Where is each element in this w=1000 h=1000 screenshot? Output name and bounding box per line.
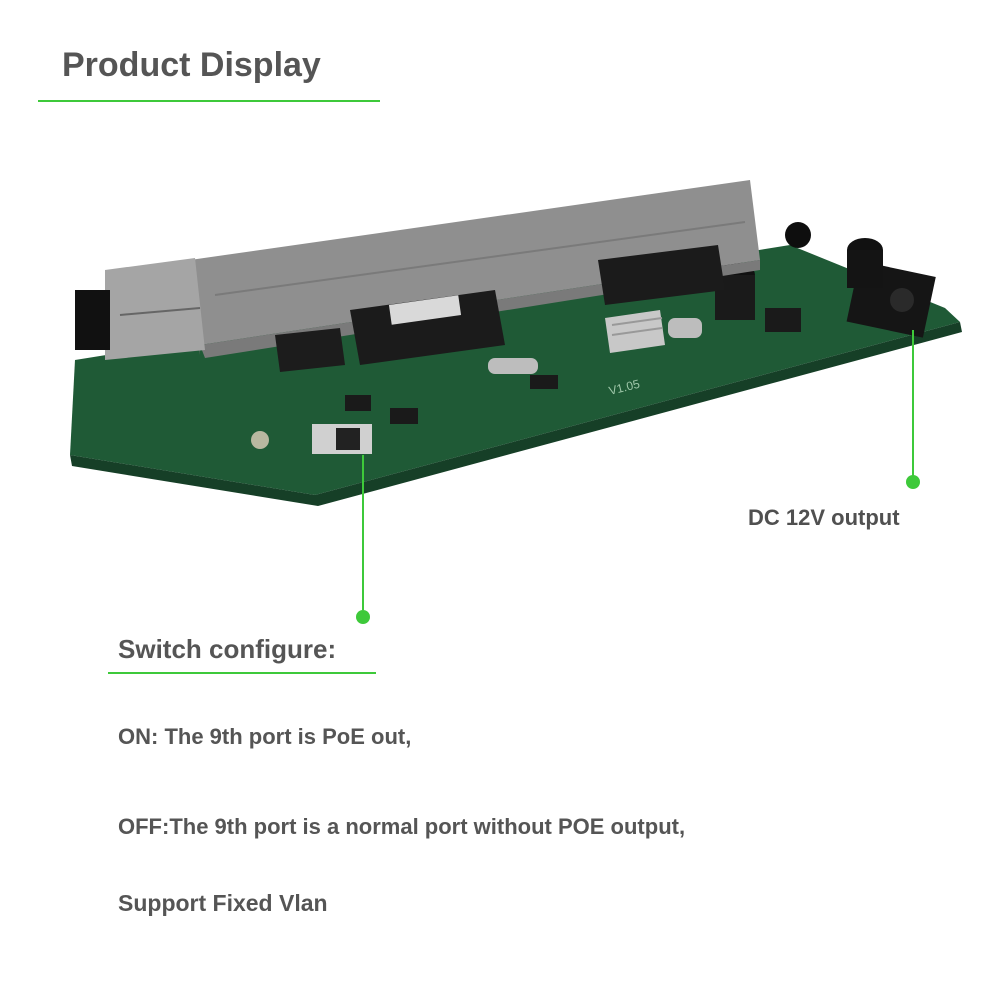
buzzer: [785, 222, 811, 248]
switch-callout-dot: [356, 610, 370, 624]
switch-off-text: OFF:The 9th port is a normal port withou…: [118, 814, 686, 839]
dc-jack-hole: [890, 288, 914, 312]
vlan-support-text: Support Fixed Vlan: [118, 890, 328, 916]
dc-output-label: DC 12V output: [748, 505, 900, 530]
connector-block: [75, 290, 110, 350]
title-underline: [38, 100, 380, 102]
dc-callout-line: [912, 330, 914, 480]
chip-small: [275, 328, 345, 372]
rj45-housing: [190, 180, 760, 345]
crystal: [668, 318, 702, 338]
crystal: [488, 358, 538, 374]
dc-callout-dot: [906, 475, 920, 489]
switch-configure-title: Switch configure:: [118, 634, 337, 664]
switch-on-text: ON: The 9th port is PoE out,: [118, 724, 412, 749]
rj45-housing-side: [105, 258, 205, 360]
chip-secondary: [598, 245, 725, 305]
page-title: Product Display: [62, 46, 321, 84]
small-ic: [765, 308, 801, 332]
product-photo: V1.05: [70, 180, 962, 506]
chip-main: [350, 290, 505, 365]
switch-callout-line: [362, 455, 364, 610]
slide-switch-knob: [336, 428, 360, 450]
switch-title-underline: [108, 672, 376, 674]
